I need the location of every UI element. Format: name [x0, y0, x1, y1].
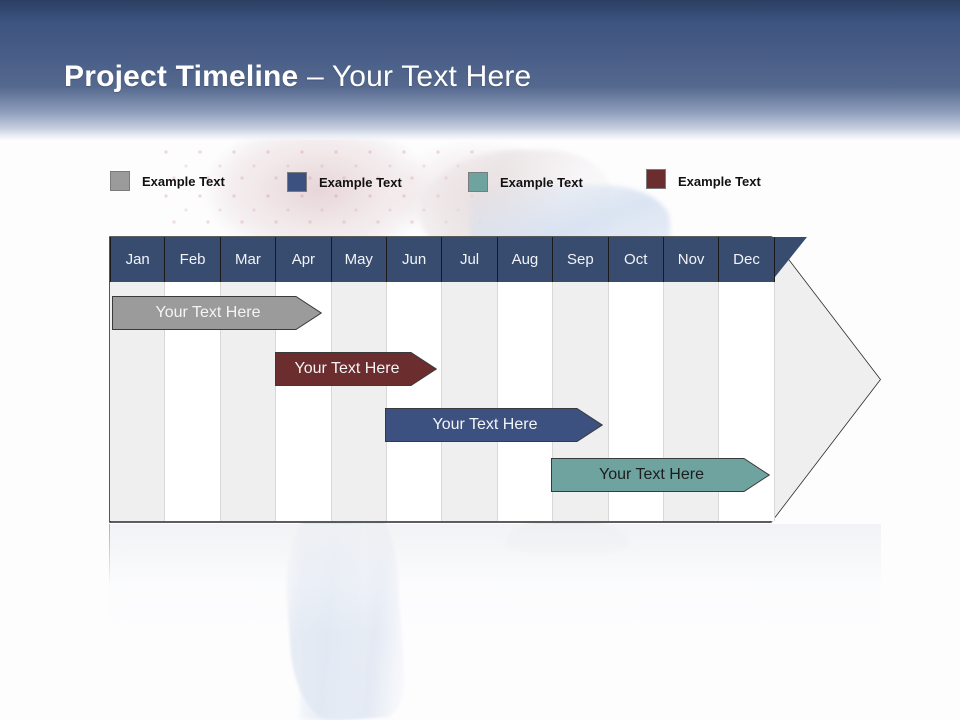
- timeline-column-aug: [497, 282, 554, 521]
- legend-swatch-teal: [468, 172, 488, 192]
- legend-swatch-blue: [287, 172, 307, 192]
- timeline-bar-label-3: Your Text Here: [432, 416, 538, 433]
- page-title-light: Your Text Here: [331, 60, 532, 93]
- timeline-column-jun: [386, 282, 443, 521]
- arrow-head-header-corner: [771, 237, 807, 282]
- page-title-bold: Project Timeline: [64, 60, 299, 93]
- month-header-jul[interactable]: Jul: [442, 237, 498, 282]
- month-header-nov[interactable]: Nov: [663, 237, 720, 282]
- photo-leg-highlight: [300, 520, 360, 720]
- photo-shoe: [505, 518, 630, 556]
- legend-swatch-gray: [110, 171, 130, 191]
- month-header-may[interactable]: May: [331, 237, 387, 282]
- timeline-bar-shape-3: [385, 408, 603, 442]
- timeline-bar-label-2: Your Text Here: [294, 360, 400, 377]
- month-header-jan[interactable]: Jan: [110, 237, 166, 282]
- timeline-column-may: [331, 282, 387, 521]
- month-header-aug[interactable]: Aug: [497, 237, 554, 282]
- page-title: Project Timeline – Your Text Here: [64, 60, 531, 94]
- timeline-bar-shape-2: [275, 352, 437, 386]
- month-header-feb[interactable]: Feb: [165, 237, 221, 282]
- legend-label-4: Example Text: [678, 174, 761, 189]
- timeline-bar-label-1: Your Text Here: [155, 304, 261, 321]
- timeline-bar-1[interactable]: Your Text Here: [112, 296, 322, 330]
- timeline-bar-2[interactable]: Your Text Here: [275, 352, 437, 386]
- timeline-bar-shape-4: [551, 458, 770, 492]
- month-header-jun[interactable]: Jun: [386, 237, 443, 282]
- month-header-apr[interactable]: Apr: [276, 237, 332, 282]
- chart-reflection-edge: [109, 524, 110, 586]
- title-banner: Project Timeline – Your Text Here: [0, 0, 960, 140]
- timeline-bar-label-4: Your Text Here: [599, 466, 704, 483]
- timeline-bar-shape-1: [112, 296, 322, 330]
- legend-label-2: Example Text: [319, 175, 402, 190]
- month-header-dec[interactable]: Dec: [719, 237, 775, 282]
- timeline-bar-3[interactable]: Your Text Here: [385, 408, 603, 442]
- month-header-sep[interactable]: Sep: [553, 237, 609, 282]
- legend-label-1: Example Text: [142, 174, 225, 189]
- arrow-head-fill: [771, 237, 880, 522]
- legend-swatch-darkred: [646, 169, 666, 189]
- page-title-separator: –: [298, 60, 332, 93]
- timeline-column-stripes: [110, 282, 775, 521]
- legend-label-3: Example Text: [500, 175, 583, 190]
- timeline-bar-4[interactable]: Your Text Here: [551, 458, 770, 492]
- month-header-mar[interactable]: Mar: [220, 237, 277, 282]
- month-header-oct[interactable]: Oct: [608, 237, 664, 282]
- timeline-column-jul: [442, 282, 498, 521]
